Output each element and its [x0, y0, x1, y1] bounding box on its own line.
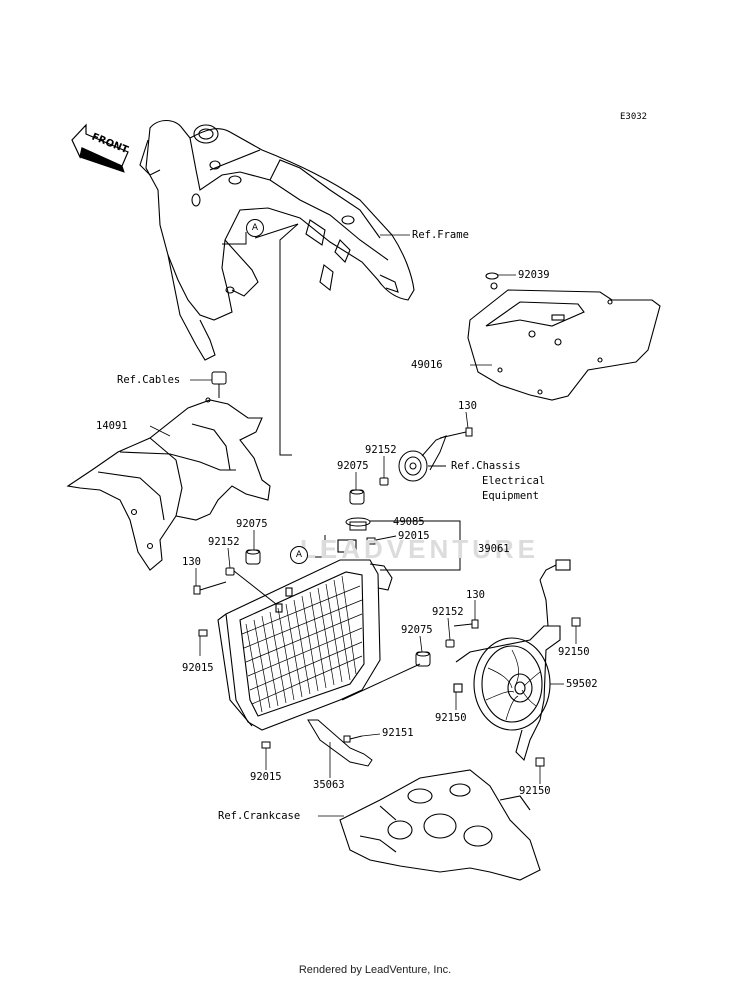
label-ref-cables[interactable]: Ref.Cables [117, 374, 181, 386]
part-label-49085[interactable]: 49085 [393, 516, 425, 528]
frame-illustration [139, 119, 415, 361]
stay-bracket-illustration [307, 719, 373, 767]
bolt-icon [193, 581, 227, 595]
collar-icon [225, 567, 235, 576]
bolt-icon [535, 617, 581, 767]
part-label-92015-top[interactable]: 92015 [398, 530, 430, 542]
label-ref-chassis-1[interactable]: Ref.Chassis [451, 460, 521, 472]
part-label-92015-left[interactable]: 92015 [182, 662, 214, 674]
part-label-92152-right[interactable]: 92152 [432, 606, 464, 618]
watermark-text: LEADVENTURE [300, 534, 540, 564]
radiator-illustration [217, 539, 393, 731]
clip-icon [366, 535, 397, 545]
label-ref-chassis-3[interactable]: Equipment [482, 490, 539, 502]
radiator-cover-illustration [66, 397, 271, 571]
front-arrow-icon [71, 123, 129, 173]
ref-marker-a-bottom: A [290, 546, 308, 564]
grommet-icon [349, 489, 365, 505]
part-label-92075-top[interactable]: 92075 [337, 460, 369, 472]
part-label-92075-left[interactable]: 92075 [236, 518, 268, 530]
part-label-92015-bottom[interactable]: 92015 [250, 771, 282, 783]
grommet-icon [415, 651, 431, 667]
part-label-14091[interactable]: 14091 [96, 420, 128, 432]
collar-icon [379, 477, 389, 486]
label-ref-frame[interactable]: Ref.Frame [412, 229, 469, 241]
front-label-svg: FRONT [90, 132, 130, 157]
diagram-code: E3032 [620, 112, 648, 122]
part-label-92150-a[interactable]: 92150 [558, 646, 590, 658]
footer-credit: Rendered by LeadVenture, Inc. [298, 964, 452, 976]
part-label-49016[interactable]: 49016 [411, 359, 443, 371]
ref-marker-a-top: A [246, 219, 264, 237]
part-label-59502[interactable]: 59502 [566, 678, 598, 690]
radiator-cap-icon [345, 517, 450, 531]
part-label-92039[interactable]: 92039 [518, 269, 550, 281]
cover-plate-illustration [467, 272, 661, 401]
bolt-icon [439, 427, 473, 439]
label-ref-chassis-2[interactable]: Electrical [482, 475, 546, 487]
crankcase-illustration [339, 769, 541, 881]
part-label-130-left[interactable]: 130 [182, 556, 201, 568]
bolt-icon [453, 619, 479, 629]
part-label-92152-top[interactable]: 92152 [365, 444, 397, 456]
collar-icon [445, 639, 455, 648]
part-label-92075-right[interactable]: 92075 [401, 624, 433, 636]
part-label-130-top[interactable]: 130 [458, 400, 477, 412]
part-label-92150-b[interactable]: 92150 [435, 712, 467, 724]
label-ref-crankcase[interactable]: Ref.Crankcase [218, 810, 301, 822]
cables-connector-illustration [211, 371, 227, 398]
part-label-92150-c[interactable]: 92150 [519, 785, 551, 797]
front-label: FRONT [90, 132, 130, 157]
grommet-icon [245, 549, 261, 565]
part-label-130-right[interactable]: 130 [466, 589, 485, 601]
part-label-92152-left[interactable]: 92152 [208, 536, 240, 548]
part-label-39061[interactable]: 39061 [478, 543, 510, 555]
part-label-92151[interactable]: 92151 [382, 727, 414, 739]
part-label-35063[interactable]: 35063 [313, 779, 345, 791]
horn-illustration [398, 435, 447, 482]
